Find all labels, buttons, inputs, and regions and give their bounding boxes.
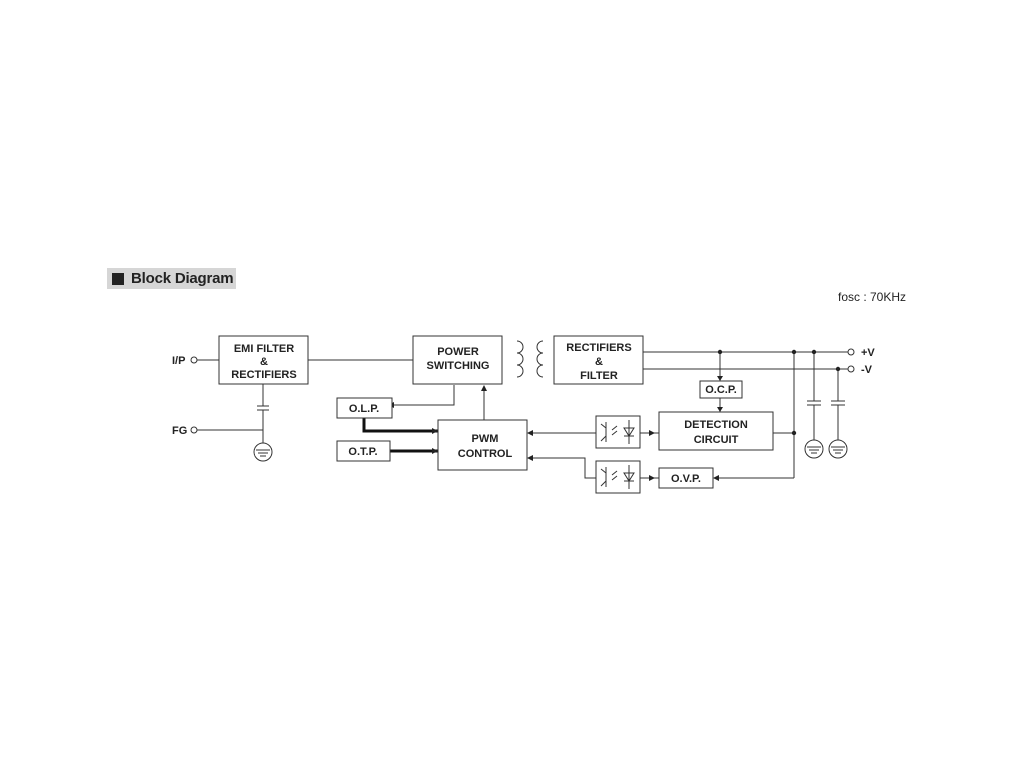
output-ground-icon — [804, 439, 824, 459]
power-to-olp-wire — [392, 385, 455, 406]
emi-label-line3: RECTIFIERS — [231, 369, 296, 381]
arrow-olp-to-pwm-icon — [432, 428, 438, 434]
junction-dot — [835, 366, 841, 372]
rect-label-line2: & — [595, 356, 603, 368]
rect-label-line1: RECTIFIERS — [566, 342, 631, 354]
transformer-primary-coil — [516, 340, 524, 378]
plus-v-terminal-icon — [847, 348, 855, 356]
pwm-control-block — [437, 419, 528, 471]
olp-block — [336, 397, 393, 419]
pwm-label-line2: CONTROL — [458, 448, 513, 460]
junction-dot — [791, 349, 797, 355]
opto2-to-pwm-wire — [531, 457, 596, 479]
rect-label-line3: FILTER — [580, 370, 618, 382]
arrow-to-ovp-icon — [713, 475, 719, 481]
junction-dot — [717, 349, 723, 355]
power-label-line1: POWER — [437, 346, 479, 358]
pwm-label-line1: PWM — [472, 433, 499, 445]
arrow-to-opto2-icon — [649, 475, 655, 481]
power-switching-block — [412, 335, 503, 385]
arrow-to-opto1-icon — [649, 430, 655, 436]
rectifiers-filter-block — [553, 335, 644, 385]
junction-dot — [811, 349, 817, 355]
section-header: Block Diagram — [107, 268, 236, 289]
ocp-label: O.C.P. — [705, 384, 737, 396]
detect-label-line2: CIRCUIT — [694, 434, 739, 446]
otp-block — [336, 440, 391, 462]
olp-label: O.L.P. — [349, 403, 379, 415]
detection-circuit-block — [658, 411, 774, 451]
oscillation-frequency-label: fosc : 70KHz — [838, 290, 907, 304]
ovp-label: O.V.P. — [671, 473, 701, 485]
arrow-otp-to-pwm-icon — [432, 448, 438, 454]
arrow-to-power-icon — [481, 385, 487, 391]
detect-label-line1: DETECTION — [684, 419, 748, 431]
junction-dot — [791, 430, 797, 436]
arrow-opto1-to-pwm-icon — [527, 430, 533, 436]
otp-label: O.T.P. — [348, 446, 377, 458]
arrow-opto2-to-pwm-icon — [527, 455, 533, 461]
optocoupler-icon — [595, 415, 641, 449]
optocoupler-icon — [595, 460, 641, 494]
transformer-secondary-coil — [536, 340, 544, 378]
arrow-to-ocp-icon — [717, 376, 723, 381]
output-ground-icon — [828, 439, 848, 459]
minus-v-terminal-icon — [847, 365, 855, 373]
arrow-to-detect-icon — [717, 407, 723, 412]
fg-terminal-icon — [190, 426, 198, 434]
earth-ground-icon — [253, 442, 273, 462]
olp-to-pwm-bus — [362, 418, 438, 433]
plus-v-label: +V — [861, 347, 875, 359]
fg-label: FG — [172, 425, 187, 437]
power-label-line2: SWITCHING — [427, 360, 490, 372]
ip-terminal-icon — [190, 356, 198, 364]
ovp-block — [658, 467, 714, 489]
minus-v-label: -V — [861, 364, 873, 376]
emi-label-line1: EMI FILTER — [234, 343, 294, 355]
ocp-block — [699, 380, 743, 399]
ip-label: I/P — [172, 355, 185, 367]
section-title: Block Diagram — [131, 270, 234, 287]
square-bullet-icon — [112, 272, 124, 285]
emi-label-line2: & — [260, 356, 268, 368]
emi-filter-block — [218, 335, 309, 385]
